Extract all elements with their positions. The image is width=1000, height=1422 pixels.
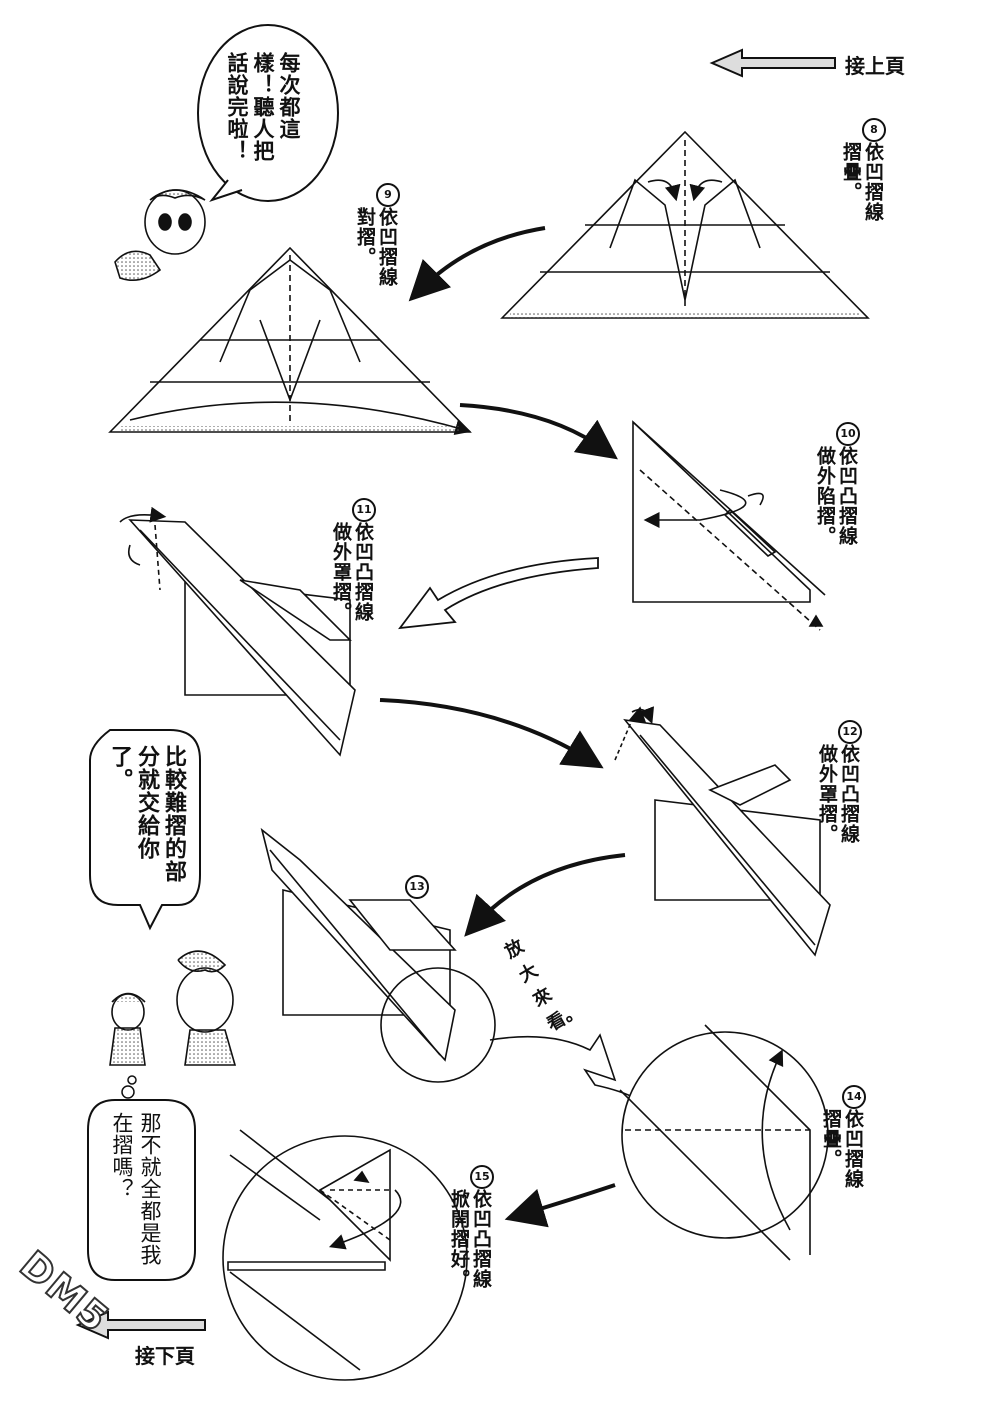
next-page-arrow bbox=[75, 1310, 206, 1340]
step-instruction-14: 依凹摺線摺疊。 bbox=[820, 1109, 864, 1189]
step11-diagram bbox=[119, 506, 356, 757]
step-number-10: 10 bbox=[836, 422, 860, 446]
bubble-text-bottom: 那不就全都是我在摺嗎？ bbox=[110, 1112, 162, 1266]
flow-arrow-12-13 bbox=[464, 853, 626, 937]
step10-diagram bbox=[632, 420, 826, 631]
speech-bubble-top bbox=[197, 24, 339, 203]
next-page-label: 接下頁 bbox=[135, 1344, 195, 1368]
step8-diagram bbox=[500, 130, 870, 319]
step-number-12: 12 bbox=[838, 720, 862, 744]
speech-bubble-middle bbox=[89, 729, 201, 931]
prev-page-label: 接上頁 bbox=[845, 54, 905, 78]
character-boy-small bbox=[109, 992, 146, 1066]
step-instruction-10: 依凹凸摺線做外陷摺。 bbox=[814, 446, 858, 546]
step-number-11: 11 bbox=[352, 498, 376, 522]
step-number-9: 9 bbox=[376, 183, 400, 207]
step-instruction-9: 依凹摺線對摺。 bbox=[354, 207, 398, 287]
step15-diagram bbox=[222, 1129, 468, 1381]
step-instruction-8: 依凹摺線摺疊。 bbox=[840, 142, 884, 222]
step13-diagram bbox=[260, 827, 496, 1083]
step14-diagram bbox=[619, 1024, 829, 1261]
flow-arrow-14-15 bbox=[504, 1183, 616, 1228]
step-number-13: 13 bbox=[405, 875, 429, 899]
step12-diagram bbox=[614, 706, 831, 957]
step-number-14: 14 bbox=[842, 1085, 866, 1109]
bubble-text-middle: 比較難摺的部分就交給你了。 bbox=[107, 745, 186, 883]
zoom-connector bbox=[489, 1033, 651, 1111]
flow-arrow-9-10 bbox=[459, 403, 618, 460]
flow-arrow-11-12 bbox=[379, 698, 604, 769]
thought-bubble-bottom bbox=[87, 1075, 196, 1281]
character-girl-bottom bbox=[176, 950, 237, 1066]
step-number-8: 8 bbox=[862, 118, 886, 142]
bubble-text-top: 每次都這樣！聽人把話說完啦！ bbox=[225, 52, 301, 162]
flow-arrow-8-9 bbox=[408, 226, 546, 302]
character-girl-top bbox=[114, 189, 206, 281]
step9-diagram bbox=[108, 246, 472, 436]
flow-arrow-10-11 bbox=[398, 557, 599, 630]
step-instruction-15: 依凹凸摺線掀開摺好。 bbox=[448, 1189, 492, 1289]
step-instruction-12: 依凹凸摺線做外罩摺。 bbox=[816, 744, 860, 844]
step-instruction-11: 依凹凸摺線做外罩摺。 bbox=[330, 522, 374, 622]
step-number-15: 15 bbox=[470, 1165, 494, 1189]
prev-page-arrow bbox=[709, 48, 836, 78]
